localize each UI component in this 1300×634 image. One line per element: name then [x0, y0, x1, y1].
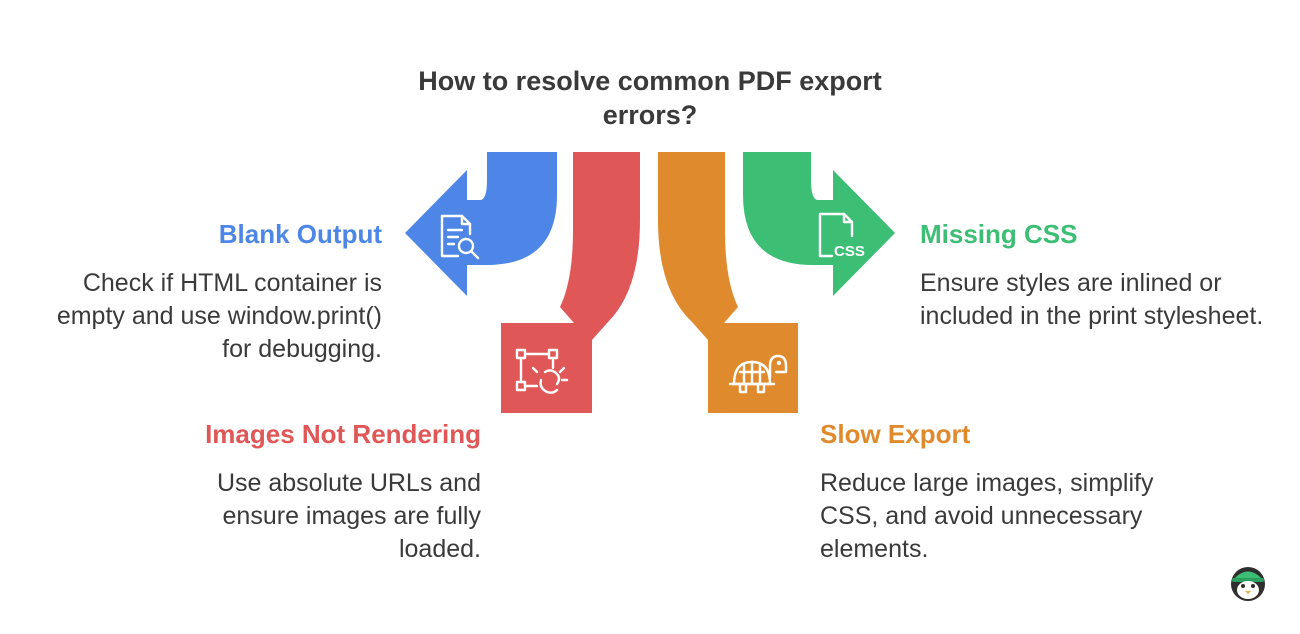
red-arrow — [501, 152, 640, 413]
orange-arrow — [658, 152, 798, 413]
diagram-title: How to resolve common PDF export errors? — [418, 66, 882, 130]
mascot-logo — [1231, 567, 1265, 601]
missing-css-heading: Missing CSS — [920, 219, 1078, 249]
css-icon-label: CSS — [834, 243, 865, 260]
turtle-icon — [728, 354, 788, 394]
broken-link-icon — [515, 348, 569, 394]
slow-export-heading: Slow Export — [820, 419, 971, 449]
css-file-icon: CSS — [818, 212, 865, 260]
images-not-rendering-heading: Images Not Rendering — [205, 419, 481, 449]
document-search-icon — [440, 214, 480, 260]
slow-export-description: Reduce large images, simplify CSS, and a… — [820, 469, 1154, 563]
missing-css-description: Ensure styles are inlined or included in… — [920, 269, 1264, 330]
blank-output-description: Check if HTML container is empty and use… — [56, 269, 382, 363]
blue-arrow — [405, 152, 557, 296]
images-not-rendering-description: Use absolute URLs and ensure images are … — [216, 469, 481, 563]
blank-output-heading: Blank Output — [218, 219, 382, 249]
